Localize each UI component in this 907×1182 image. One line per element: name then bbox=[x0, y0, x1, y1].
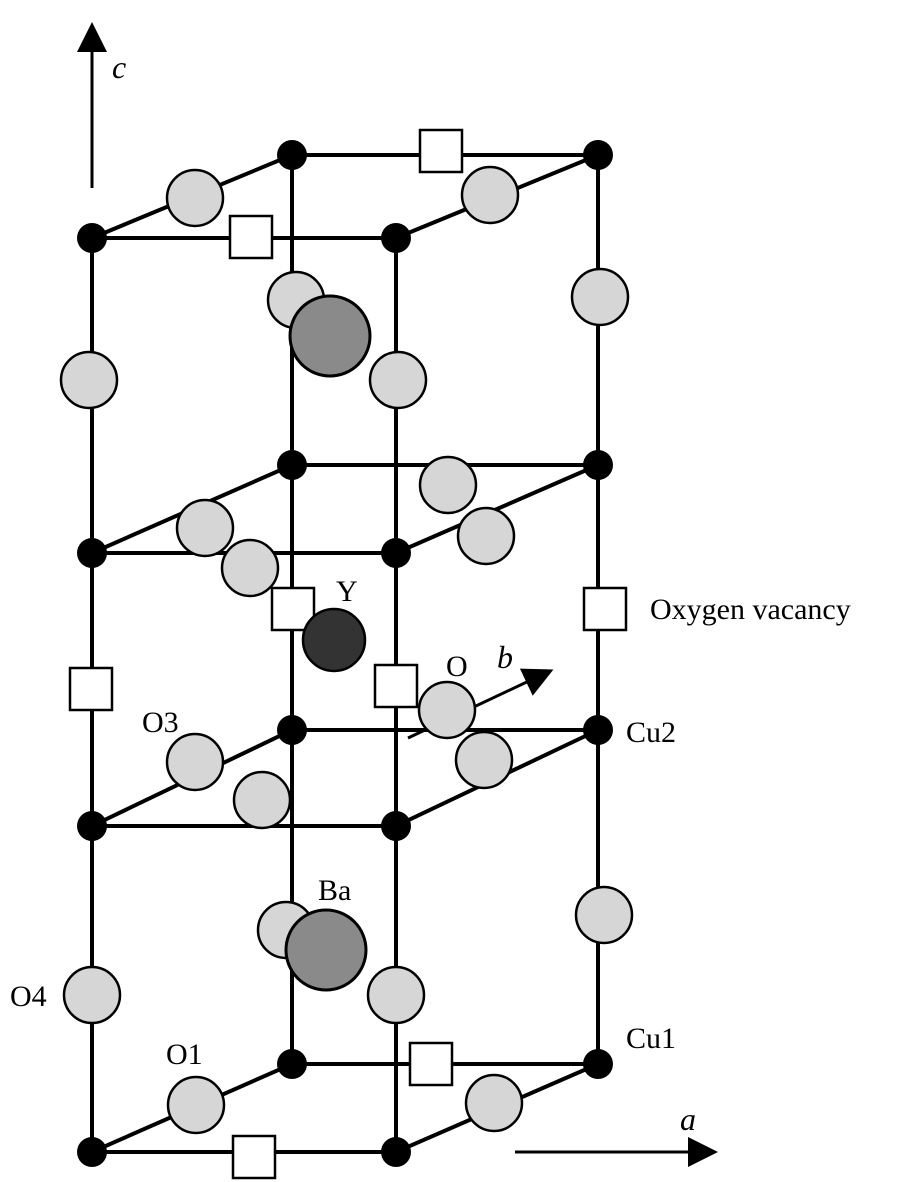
y-atom bbox=[301, 607, 367, 673]
oxygen-atom bbox=[460, 165, 520, 225]
heavy-atoms bbox=[284, 294, 372, 992]
b-axis-label: b bbox=[497, 639, 513, 675]
plane-cuo2-upper bbox=[91, 463, 599, 555]
o4-label: O4 bbox=[10, 980, 47, 1013]
oxygen-atom bbox=[59, 350, 119, 410]
ba-atom bbox=[284, 908, 368, 992]
vacancy bbox=[228, 214, 274, 260]
cu-atom bbox=[381, 811, 411, 841]
cu-atom bbox=[277, 715, 307, 745]
cu-atom bbox=[381, 538, 411, 568]
oxygen-atom bbox=[368, 350, 428, 410]
oxygen-atom bbox=[166, 1075, 226, 1135]
cu-atom bbox=[77, 1137, 107, 1167]
oxygen-atoms bbox=[59, 165, 634, 1135]
copper-atoms bbox=[77, 140, 613, 1167]
legend-vacancy-square bbox=[582, 586, 628, 632]
ba-atom bbox=[288, 294, 372, 378]
vacancy bbox=[408, 1041, 454, 1087]
cu-atom bbox=[583, 715, 613, 745]
oxygen-atom bbox=[165, 168, 225, 228]
oxygen-atom bbox=[418, 455, 478, 515]
labels: c b a Y Ba O O1 O3 O4 Cu1 Cu2 Oxygen vac… bbox=[10, 49, 851, 1137]
cu-atom bbox=[77, 538, 107, 568]
vacancy bbox=[270, 586, 316, 632]
c-axis-label: c bbox=[112, 49, 126, 85]
vacancy bbox=[418, 128, 464, 174]
oxygen-atom bbox=[417, 680, 477, 740]
vacancy bbox=[231, 1134, 277, 1180]
ba-label: Ba bbox=[318, 874, 351, 907]
cu-atom bbox=[583, 450, 613, 480]
oxygen-atom bbox=[165, 732, 225, 792]
oxygen-atom bbox=[220, 538, 280, 598]
cu-atom bbox=[77, 223, 107, 253]
o-label: O bbox=[446, 650, 468, 683]
oxygen-atom bbox=[175, 498, 235, 558]
cu2-label: Cu2 bbox=[626, 716, 676, 749]
legend-vacancy-label: Oxygen vacancy bbox=[650, 593, 851, 626]
o3-label: O3 bbox=[142, 706, 179, 739]
vacancy bbox=[68, 666, 114, 712]
oxygen-atom bbox=[464, 1073, 524, 1133]
oxygen-atom bbox=[570, 267, 630, 327]
cu-atom bbox=[381, 223, 411, 253]
cu-atom bbox=[277, 1049, 307, 1079]
oxygen-atom bbox=[456, 506, 516, 566]
oxygen-atom bbox=[232, 770, 292, 830]
cu-atom bbox=[583, 1049, 613, 1079]
oxygen-atom bbox=[62, 965, 122, 1025]
cu-atom bbox=[381, 1137, 411, 1167]
oxygen-atom bbox=[574, 885, 634, 945]
cu1-label: Cu1 bbox=[626, 1022, 676, 1055]
plane-cuo2-lower bbox=[91, 728, 599, 828]
vacancy bbox=[373, 663, 419, 709]
y-label: Y bbox=[336, 575, 358, 608]
oxygen-atom bbox=[366, 965, 426, 1025]
cu-atom bbox=[277, 140, 307, 170]
cu-atom bbox=[277, 450, 307, 480]
oxygen-vacancies bbox=[68, 128, 628, 1180]
cu-atom bbox=[583, 140, 613, 170]
o1-label: O1 bbox=[166, 1038, 203, 1071]
a-axis-label: a bbox=[680, 1101, 696, 1137]
cu-atom bbox=[77, 811, 107, 841]
oxygen-atom bbox=[454, 730, 514, 790]
